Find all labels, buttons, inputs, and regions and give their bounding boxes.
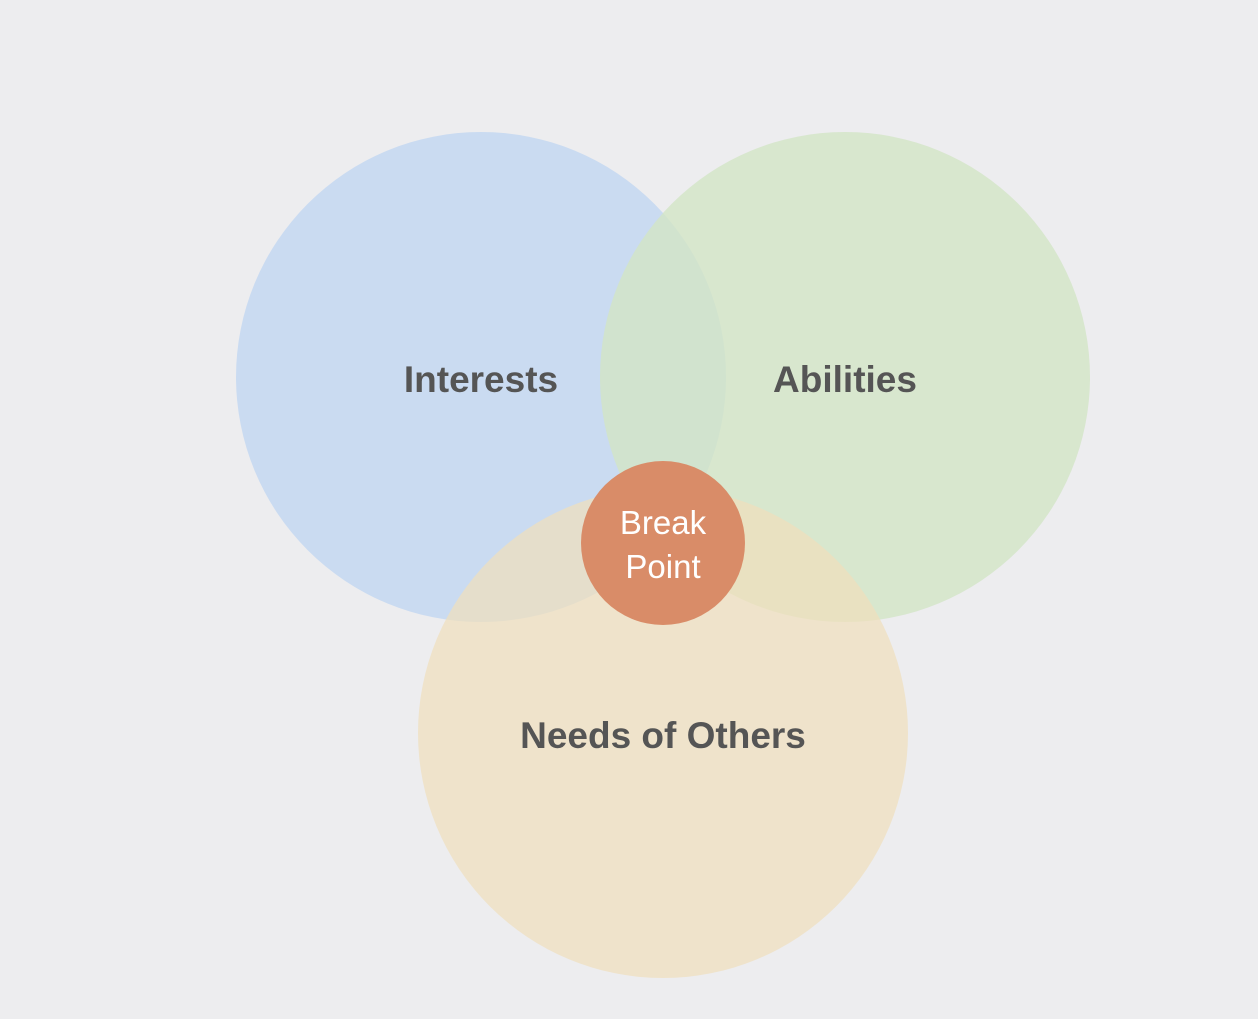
abilities-label: Abilities xyxy=(773,359,917,400)
break-point-label-line1: Break xyxy=(620,504,707,541)
break-point-label-line2: Point xyxy=(625,548,700,585)
interests-label: Interests xyxy=(404,359,558,400)
needs-of-others-circle xyxy=(418,488,908,978)
needs-of-others-label: Needs of Others xyxy=(520,715,806,756)
break-point-circle xyxy=(581,461,745,625)
